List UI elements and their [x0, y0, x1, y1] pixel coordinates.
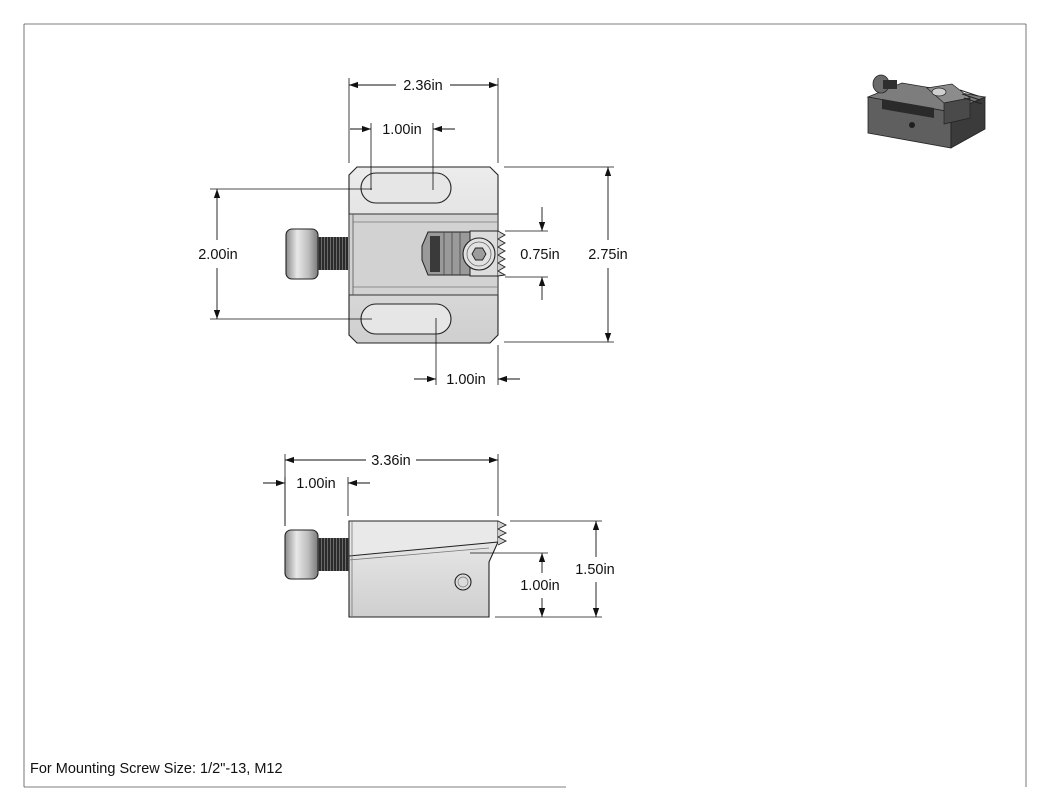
serrated-jaw-face [497, 230, 507, 277]
mounting-slot-top [360, 172, 452, 204]
screw-knob [285, 228, 319, 280]
dim-jaw-width: 0.75in [520, 247, 560, 263]
dim-hole-height: 1.00in [520, 578, 560, 594]
side-view [284, 520, 508, 618]
dim-slot-top: 1.00in [382, 122, 422, 138]
dim-overall-width: 2.36in [403, 78, 443, 94]
side-view-dimensions: 3.36in 1.00in 1.00in 1.50in [263, 453, 615, 618]
mounting-screw-note: For Mounting Screw Size: 1/2"-13, M12 [30, 761, 283, 777]
dim-overall-length: 3.36in [371, 453, 411, 469]
dim-overall-height: 2.75in [588, 247, 628, 263]
sheet-border [23, 23, 1027, 788]
dim-screw-length: 1.00in [296, 476, 336, 492]
mounting-slot-bottom [360, 303, 452, 335]
side-serrated-face [496, 520, 508, 546]
top-view [285, 166, 507, 344]
dim-slot-spacing: 2.00in [198, 247, 238, 263]
isometric-thumbnail [866, 74, 987, 149]
screw-thread [316, 237, 348, 270]
top-view-dimensions: 2.36in 1.00in 2.00in 0.75in 2.75in 1.00i… [198, 78, 628, 388]
side-hole [454, 573, 472, 591]
dim-slot-bottom: 1.00in [446, 372, 486, 388]
hex-socket [471, 247, 487, 261]
dim-body-height: 1.50in [575, 562, 615, 578]
side-screw-knob [284, 529, 319, 580]
side-screw-thread [316, 538, 349, 571]
